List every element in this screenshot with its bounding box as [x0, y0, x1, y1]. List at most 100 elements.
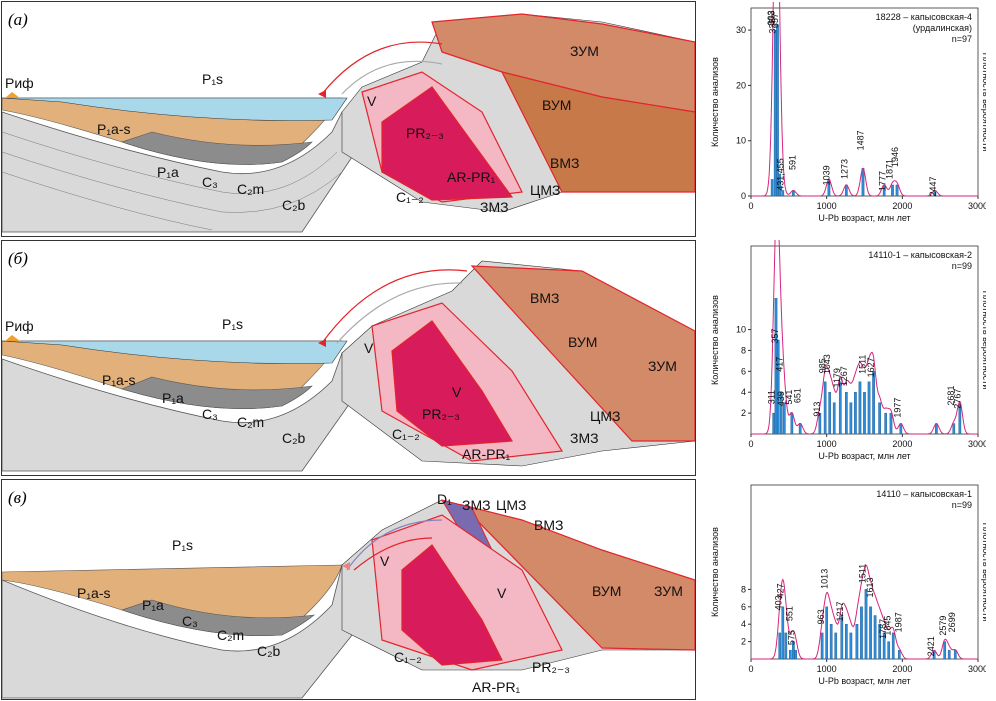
panel-letter: (а) [8, 10, 28, 29]
x-tick-label: 1000 [817, 439, 837, 449]
unit-label: PR₂₋₃ [406, 125, 444, 141]
histogram-bar [899, 423, 903, 435]
histogram-bar [828, 392, 832, 435]
histogram-bar [832, 402, 836, 435]
peak-label: 1013 [820, 569, 830, 589]
unit-label: ЦМЗ [530, 182, 560, 198]
unit-label: C₁₋₂ [392, 426, 420, 442]
section-panel-c: (в) P₁s P₁a-s P₁a C₃ C₂m C₂b D₁ ЗМЗ ЦМЗ … [1, 479, 696, 700]
x-tick-label: 0 [748, 664, 753, 674]
histogram-bar [864, 589, 868, 660]
histogram-bar [772, 412, 776, 435]
plot-frame [750, 7, 979, 197]
peak-label: 1511 [857, 355, 867, 374]
unit-label: P₁s [202, 71, 223, 87]
y-tick-label: 8 [741, 345, 746, 355]
y-tick-label: 4 [741, 387, 746, 397]
peak-label: 1487 [856, 130, 866, 150]
section-b-svg [2, 260, 695, 472]
histogram-bar [845, 392, 848, 435]
peak-label: 2447 [928, 176, 938, 196]
y-tick-label: 6 [741, 602, 746, 612]
histogram-bar [943, 641, 947, 660]
histogram-bar [789, 650, 792, 660]
histogram-bar [778, 632, 782, 660]
unit-label: ВУМ [592, 583, 621, 599]
histogram-bar [834, 632, 838, 660]
peak-label: 327 [768, 19, 778, 34]
x-tick-label: 2000 [892, 439, 912, 449]
unit-label: C₃ [182, 613, 198, 629]
histogram-bar [845, 184, 848, 197]
unit-label: C₂m [237, 181, 264, 197]
histogram-bar [867, 381, 871, 435]
histogram-bar [860, 606, 863, 660]
section-panel-b: (б) Риф P₁s P₁a-s P₁a C₃ C₂m C₂b V V PR₂… [1, 240, 696, 476]
histogram-bar [897, 650, 901, 660]
unit-label: C₂m [217, 627, 244, 643]
peak-label: 427 [775, 583, 785, 598]
chart-title-line: n=97 [952, 34, 972, 44]
histogram-bar [869, 606, 872, 660]
unit-label: P₁a-s [77, 585, 111, 601]
peak-label: 1946 [890, 147, 900, 167]
unit-label: PR₂₋₃ [422, 406, 460, 422]
unit-label: V [367, 93, 377, 109]
peak-label: 1217 [835, 601, 845, 621]
unit-label: ЗМЗ [570, 430, 599, 446]
panel-letter: (в) [8, 488, 27, 507]
x-tick-label: 3000 [968, 201, 986, 211]
peak-label: 1267 [839, 366, 849, 386]
peak-label: 1987 [893, 612, 903, 632]
histogram-bar [891, 632, 895, 660]
histogram-bar [849, 632, 853, 660]
histogram-bar [770, 179, 774, 197]
histogram-bar [781, 190, 785, 197]
x-tick-label: 0 [748, 439, 753, 449]
peak-label: 591 [788, 155, 798, 170]
unit-label: C₁₋₂ [396, 189, 424, 205]
x-axis-label: U-Pb возраст, млн лет [818, 451, 910, 461]
unit-label: V [364, 340, 374, 356]
histogram-bar [798, 423, 802, 435]
peak-label: 417 [775, 357, 785, 372]
histogram-bar [782, 402, 786, 435]
unit-label: C₁₋₂ [394, 649, 422, 665]
histogram-bar [776, 339, 780, 435]
peak-label: 1627 [866, 357, 876, 377]
panel-letter: (б) [8, 249, 28, 268]
x-tick-label: 1000 [817, 664, 837, 674]
x-axis-label: U-Pb возраст, млн лет [818, 676, 910, 686]
unit-label: P₁a-s [97, 121, 131, 137]
unit-label: ВМЗ [534, 517, 563, 533]
histogram-bar [784, 632, 788, 660]
unit-label: ВМЗ [550, 155, 579, 171]
peak-label: 963 [816, 609, 826, 624]
peak-label: 651 [792, 388, 802, 403]
histogram-bar [887, 641, 891, 660]
unit-label: C₂b [282, 197, 306, 213]
unit-label: Риф [5, 75, 34, 91]
unit-label: P₁s [172, 537, 193, 553]
y-axis-label: Количество анализов [710, 527, 720, 617]
unit-label: Риф [5, 318, 34, 334]
chart-title-line: 18228 – капысовская-4 [876, 12, 972, 22]
histogram-bar [858, 381, 862, 435]
histogram-bar [884, 412, 888, 435]
y-tick-label: 6 [741, 366, 746, 376]
histogram-bar [779, 392, 783, 435]
peak-label: 913 [812, 402, 822, 417]
peak-label: 985 [818, 358, 828, 373]
section-c-svg [2, 499, 695, 699]
histogram-bar [891, 184, 894, 197]
histogram-bar [935, 423, 938, 435]
histogram-bar [794, 650, 797, 660]
chart-title-line: (урдалинская) [913, 23, 972, 33]
peak-label: 575 [787, 630, 797, 645]
peak-label: 1179 [832, 368, 842, 387]
peak-label: 2681 [946, 386, 956, 406]
peak-label: 2579 [938, 616, 948, 636]
histogram-bar [823, 381, 827, 435]
peak-label: 357 [770, 13, 780, 28]
y-axis-label-right: Плотность вероятности [981, 53, 986, 152]
